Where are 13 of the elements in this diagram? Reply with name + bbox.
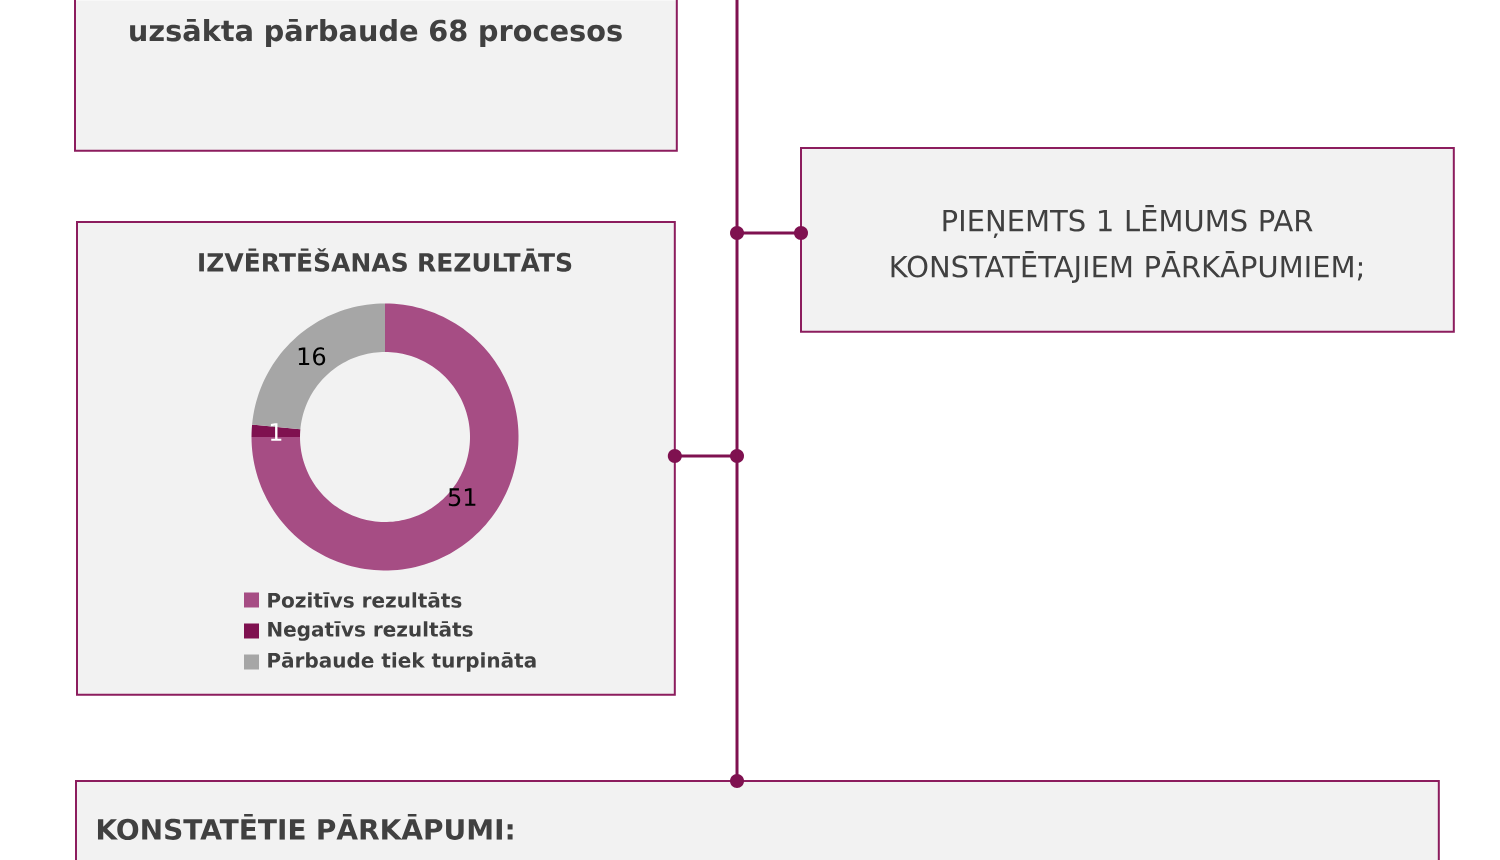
info-box: PIEŅEMTS 1 LĒMUMS PAR KONSTATĒTAJIEM PĀRKĀPUMIEM;	[800, 147, 1455, 333]
panel-heading: IZVĒRTĒŠANAS REZULTĀTS	[199, 248, 572, 272]
timeline-line	[730, 0, 744, 788]
connector	[730, 226, 808, 240]
legend-label: Negatīvs rezultāts	[268, 621, 473, 641]
info-box: uzsākta pārbaude 68 procesos	[74, 0, 678, 152]
info-box: KONSTATĒTIE PĀRKĀPUMI:	[75, 780, 1440, 860]
connector	[667, 449, 744, 463]
legend-label: Pārbaude tiek turpināta	[268, 652, 536, 672]
data-label: 16	[298, 347, 326, 366]
data-label: 51	[448, 488, 476, 507]
legend-label: Pozitīvs rezultāts	[268, 592, 462, 608]
data-label: 1	[270, 423, 282, 441]
